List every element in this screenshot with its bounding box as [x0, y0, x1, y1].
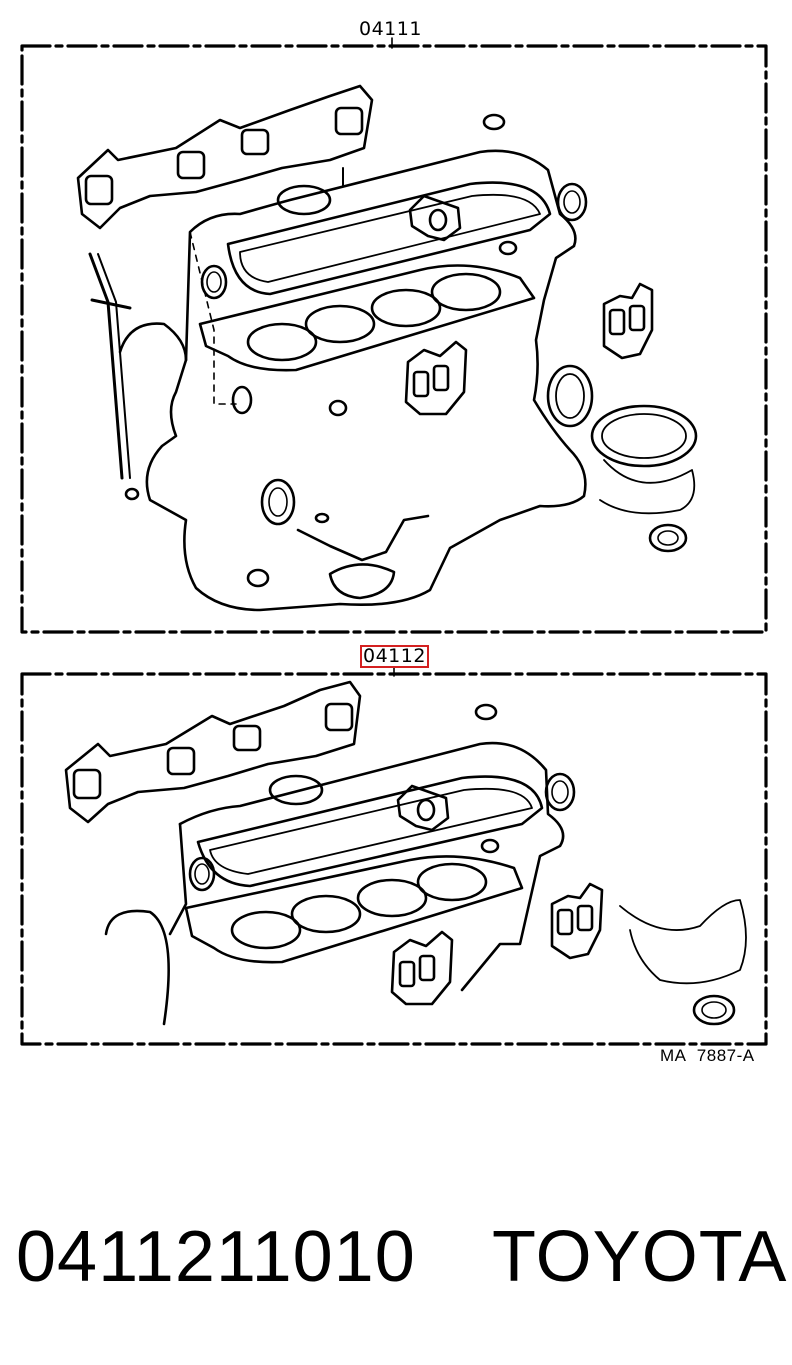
- kit-label-bottom-highlighted: 04112: [360, 645, 429, 668]
- kit-label-top: 04111: [359, 18, 422, 40]
- part-number: 0411211010: [16, 1217, 416, 1297]
- bottom-kit-frame: [20, 667, 768, 1046]
- gasket-kit-diagram: [20, 37, 768, 1046]
- figure-code: MA 7887-A: [660, 1046, 755, 1065]
- bottom-engine-drawing: [64, 680, 747, 1026]
- top-kit-frame: [20, 37, 768, 634]
- top-engine-drawing: [76, 84, 698, 612]
- brand-name: TOYOTA: [492, 1217, 788, 1297]
